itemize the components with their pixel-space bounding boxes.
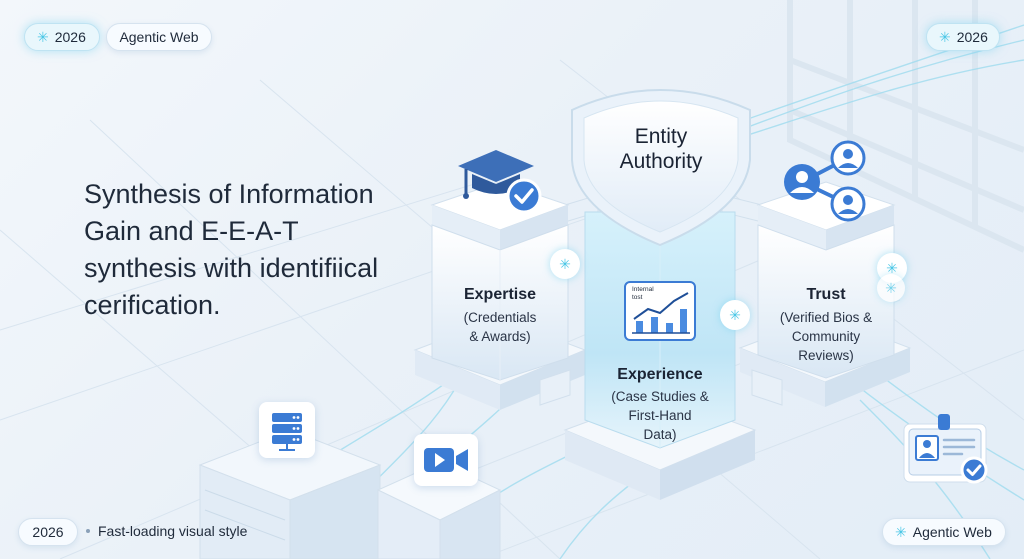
experience-sub: (Case Studies & — [611, 389, 709, 404]
video-camera-icon — [414, 434, 478, 486]
sparkle-icon: ✳ — [877, 274, 905, 302]
experience-label: Experience (Case Studies & First-Hand Da… — [590, 366, 730, 444]
chart-card-graph — [632, 292, 690, 334]
server-block — [198, 429, 382, 559]
footer-note-text: Fast-loading visual style — [98, 523, 248, 539]
expertise-title: Expertise — [463, 286, 537, 303]
bullet-dot — [86, 529, 90, 533]
server-icon — [259, 402, 315, 458]
chart-card-icon: Internal tost — [624, 281, 696, 341]
chart-card-label: Internal — [632, 286, 654, 293]
agentic-web-label: Agentic Web — [119, 29, 199, 45]
shield-title: Entity Authority — [619, 125, 703, 173]
trust-sub: Community — [791, 329, 861, 344]
year-label: 2026 — [32, 524, 64, 540]
sparkle-icon: ✳ — [550, 249, 580, 279]
footer-note: Fast-loading visual style — [86, 523, 247, 539]
experience-sub: First-Hand — [628, 408, 692, 423]
trust-sub: Reviews) — [798, 348, 854, 363]
trust-title: Trust — [806, 286, 846, 303]
experience-sub: Data) — [643, 427, 677, 442]
headline: Synthesis of Information Gain and E-E-A-… — [84, 179, 379, 320]
year-label: 2026 — [54, 29, 86, 45]
connector-beams — [539, 194, 783, 406]
sparkle-icon: ✳ — [895, 524, 907, 540]
trust-sub: (Verified Bios & — [779, 310, 873, 325]
trust-label: Trust (Verified Bios & Community Reviews… — [756, 286, 896, 365]
sparkle-icon: ✳ — [939, 29, 951, 45]
year-label: 2026 — [956, 29, 988, 45]
id-card-icon — [898, 414, 992, 486]
expertise-label: Expertise (Credentials & Awards) — [430, 286, 570, 346]
expertise-sub: & Awards) — [469, 329, 531, 344]
checkmark-badge-icon — [506, 178, 542, 214]
experience-title: Experience — [617, 366, 703, 383]
expertise-sub: (Credentials — [463, 310, 537, 325]
year-badge-bottom-left: 2026 — [18, 518, 78, 546]
graduation-cap-icon — [458, 150, 534, 199]
agentic-web-label: Agentic Web — [912, 524, 992, 540]
sparkle-icon: ✳ — [720, 300, 750, 330]
year-badge-top-left: ✳ 2026 — [24, 23, 100, 51]
year-badge-top-right: ✳ 2026 — [926, 23, 1000, 51]
window-lattice — [787, 0, 1024, 253]
agentic-web-badge-bottom-right: ✳ Agentic Web — [882, 518, 1006, 546]
people-network-icon — [784, 140, 866, 222]
entity-authority-shield — [571, 89, 751, 247]
agentic-web-badge-top-left: Agentic Web — [106, 23, 212, 51]
chart-card-label: tost — [632, 294, 643, 301]
sparkle-icon: ✳ — [37, 29, 49, 45]
